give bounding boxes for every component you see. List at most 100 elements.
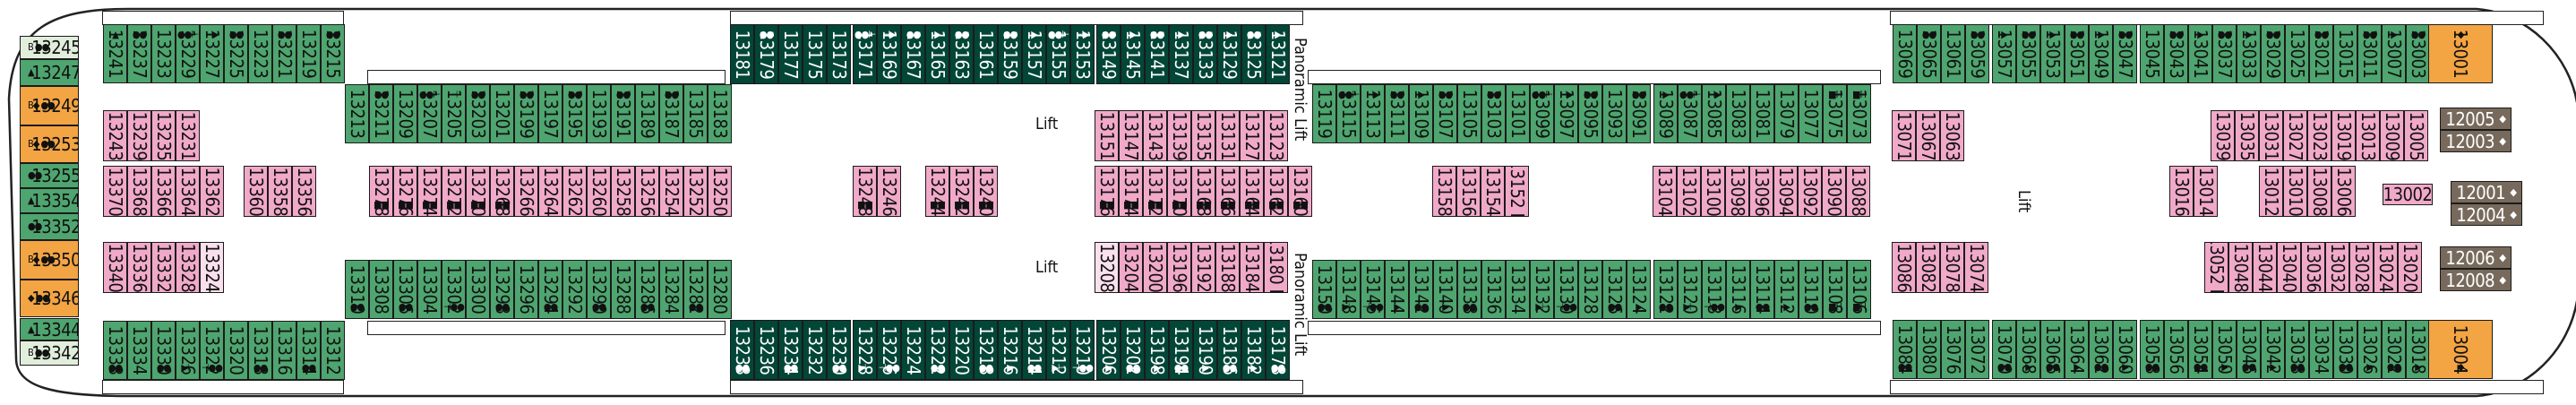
cabin-13152H[interactable]: 13152 H: [1505, 166, 1529, 217]
cabin-13230[interactable]: 13230●●: [827, 320, 851, 380]
cabin-13005[interactable]: 13005: [2404, 110, 2428, 161]
cabin-13222[interactable]: 13222●●: [925, 320, 949, 380]
cabin-13231[interactable]: 13231: [176, 110, 200, 161]
cabin-13224[interactable]: 13224: [901, 320, 925, 380]
cabin-13115[interactable]: 13115●●⊢: [1336, 84, 1361, 143]
cabin-13063[interactable]: 13063: [1940, 110, 1964, 161]
cabin-13072[interactable]: 13072: [1965, 320, 1989, 379]
cabin-13020[interactable]: 13020: [2398, 242, 2422, 293]
cabin-13006[interactable]: 13006: [2331, 166, 2356, 217]
cabin-13113[interactable]: 13113⊣▶: [1361, 84, 1385, 143]
cabin-13258[interactable]: 13258: [611, 166, 635, 217]
cabin-13100[interactable]: 13100: [1701, 166, 1725, 217]
cabin-13228[interactable]: 13228▶⊢: [853, 320, 877, 380]
cabin-13209[interactable]: 13209: [393, 84, 417, 143]
cabin-13308[interactable]: 13308: [369, 260, 393, 319]
cabin-13069[interactable]: 13069: [1893, 24, 1917, 83]
cabin-13066[interactable]: 13066●●: [2040, 320, 2065, 379]
cabin-13086[interactable]: 13086: [1892, 242, 1916, 293]
cabin-13076[interactable]: 13076: [1941, 320, 1965, 379]
cabin-13334[interactable]: 13334: [127, 321, 151, 380]
cabin-13026[interactable]: 13026▶: [2357, 320, 2382, 379]
cabin-13059[interactable]: 13059●●: [1965, 24, 1989, 83]
cabin-13252[interactable]: 13252: [683, 166, 708, 217]
cabin-13233[interactable]: 13233: [151, 24, 176, 83]
cabin-13083[interactable]: 13083: [1726, 84, 1750, 143]
cabin-13286[interactable]: 13286●●: [635, 260, 659, 319]
cabin-13085[interactable]: 13085⊣▶: [1702, 84, 1726, 143]
cabin-13097[interactable]: 13097⊣▶: [1554, 84, 1578, 143]
cabin-13366[interactable]: 13366: [151, 166, 176, 217]
cabin-13181[interactable]: 13181: [730, 24, 754, 84]
cabin-13167[interactable]: 13167●●: [901, 24, 925, 84]
cabin-13226[interactable]: 13226⊣●●: [877, 320, 901, 380]
cabin-13081[interactable]: 13081: [1750, 84, 1774, 143]
cabin-13340[interactable]: 13340: [103, 242, 127, 293]
cabin-13203[interactable]: 13203●●: [466, 84, 490, 143]
cabin-13046[interactable]: 13046●●: [2237, 320, 2261, 379]
cabin-13262[interactable]: 13262: [562, 166, 587, 217]
cabin-13013[interactable]: 13013: [2356, 110, 2380, 161]
cabin-13156[interactable]: 13156: [1456, 166, 1481, 217]
cabin-13130[interactable]: 13130⊣●●: [1554, 260, 1578, 319]
cabin-13103[interactable]: 13103●●: [1481, 84, 1506, 143]
cabin-13185[interactable]: 13185: [683, 84, 708, 143]
cabin-13004[interactable]: 13004◆: [2428, 320, 2493, 379]
cabin-13241[interactable]: 13241▲: [103, 24, 127, 83]
cabin-13110[interactable]: 13110●●: [1799, 260, 1823, 319]
cabin-13318[interactable]: 13318●●: [248, 321, 272, 380]
cabin-13023[interactable]: 13023: [2307, 110, 2331, 161]
cabin-13344[interactable]: 13344▲: [20, 318, 79, 340]
cabin-13037[interactable]: 13037●●: [2212, 24, 2237, 83]
cabin-13123[interactable]: 13123: [1264, 110, 1288, 161]
cabin-13168[interactable]: 13168■■: [1191, 166, 1215, 217]
cabin-13111[interactable]: 13111●●: [1385, 84, 1409, 143]
cabin-13178[interactable]: 13178●●: [1266, 320, 1290, 380]
cabin-13221[interactable]: 13221●●: [272, 24, 296, 83]
cabin-13136[interactable]: 13136: [1481, 260, 1506, 319]
cabin-13007[interactable]: 13007▶: [2382, 24, 2406, 83]
cabin-13108[interactable]: 13108■H: [1823, 260, 1847, 319]
cabin-13150[interactable]: 13150●●: [1312, 260, 1336, 319]
cabin-12005[interactable]: 12005◆: [2440, 108, 2512, 130]
cabin-13054[interactable]: 13054●●: [2188, 320, 2212, 379]
cabin-13027[interactable]: 13027: [2283, 110, 2307, 161]
cabin-13288[interactable]: 13288: [611, 260, 635, 319]
cabin-13200[interactable]: 13200: [1143, 242, 1167, 293]
cabin-13131[interactable]: 13131: [1215, 110, 1240, 161]
cabin-13109[interactable]: 13109▶: [1409, 84, 1433, 143]
cabin-13124[interactable]: 13124▶: [1627, 260, 1651, 319]
cabin-13179[interactable]: 13179●●: [754, 24, 778, 84]
cabin-13068[interactable]: 13068▶: [2016, 320, 2040, 379]
cabin-13208[interactable]: 13208: [1095, 242, 1119, 293]
cabin-13034[interactable]: 13034: [2309, 320, 2333, 379]
cabin-13161[interactable]: 13161: [974, 24, 998, 84]
cabin-13302[interactable]: 13302⊣●●: [442, 260, 466, 319]
cabin-13194[interactable]: 13194●●: [1169, 320, 1193, 380]
cabin-13045[interactable]: 13045: [2140, 24, 2164, 83]
cabin-13304[interactable]: 13304⊢: [417, 260, 442, 319]
cabin-13247[interactable]: 13247▲: [20, 59, 79, 86]
cabin-12006[interactable]: 12006◆: [2440, 246, 2512, 269]
cabin-13133[interactable]: 13133●●: [1193, 24, 1217, 84]
cabin-13172[interactable]: 13172■■: [1143, 166, 1167, 217]
cabin-13280[interactable]: 13280: [708, 260, 732, 319]
cabin-13042[interactable]: 13042▶: [2261, 320, 2285, 379]
cabin-13174[interactable]: 13174■■: [1119, 166, 1143, 217]
cabin-13177[interactable]: 13177: [778, 24, 803, 84]
cabin-13163[interactable]: 13163●●: [949, 24, 974, 84]
cabin-13084[interactable]: 13084●●: [1893, 320, 1917, 379]
cabin-13218[interactable]: 13218●●: [974, 320, 998, 380]
cabin-13039[interactable]: 13039: [2211, 110, 2235, 161]
cabin-13120[interactable]: 13120▶⊢: [1678, 260, 1702, 319]
cabin-13268[interactable]: 13268■■: [490, 166, 514, 217]
cabin-13024[interactable]: 13024: [2374, 242, 2398, 293]
cabin-13272[interactable]: 13272■■: [442, 166, 466, 217]
cabin-13125[interactable]: 13125●●: [1241, 24, 1266, 84]
cabin-13104[interactable]: 13104: [1653, 166, 1677, 217]
cabin-13312[interactable]: 13312: [321, 321, 345, 380]
cabin-13099[interactable]: 13099●●⊢: [1530, 84, 1554, 143]
